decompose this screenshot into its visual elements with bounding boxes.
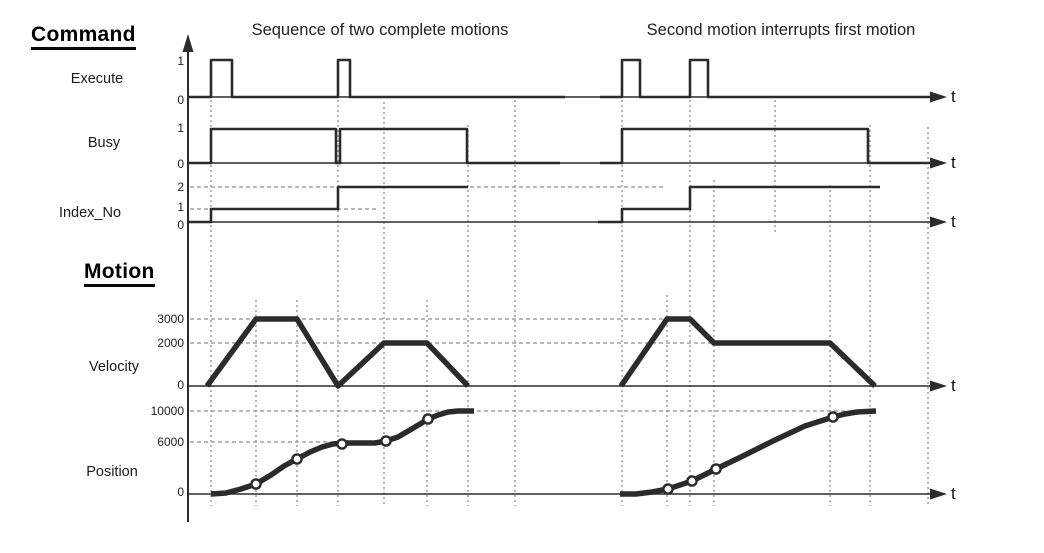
column-title-interrupt: Second motion interrupts first motion xyxy=(646,21,916,39)
position-sample-marker xyxy=(686,475,698,487)
busy-waveform xyxy=(600,127,933,165)
position-tick-1: 6000 xyxy=(157,435,184,449)
position-sample-marker xyxy=(336,438,348,450)
busy-waveform xyxy=(188,127,560,165)
execute-waveform xyxy=(188,58,565,99)
right-arrow-icon xyxy=(930,91,947,103)
velocity-tick-2: 0 xyxy=(177,378,184,392)
busy-row-label: Busy xyxy=(87,135,121,151)
position-time-label: t xyxy=(951,484,956,503)
right-arrow-icon xyxy=(930,157,947,169)
position-sample-marker xyxy=(291,453,303,465)
right-arrow-icon xyxy=(930,380,947,392)
position-sample-marker xyxy=(662,483,674,495)
index-no-time-label: t xyxy=(951,212,956,231)
execute-tick-1: 0 xyxy=(177,93,184,107)
position-row-label: Position xyxy=(86,464,138,480)
index-no-waveform xyxy=(188,185,468,224)
velocity-tick-1: 2000 xyxy=(157,336,184,350)
position-sample-marker xyxy=(827,411,839,423)
busy-time-label: t xyxy=(951,153,956,172)
execute-row-label: Execute xyxy=(70,71,124,87)
right-arrow-icon xyxy=(930,488,947,500)
position-sample-marker xyxy=(380,435,392,447)
position-tick-0: 10000 xyxy=(150,404,184,418)
position-tick-2: 0 xyxy=(177,485,184,499)
index-no-tick-0: 2 xyxy=(177,180,184,194)
velocity-waveform xyxy=(618,316,877,388)
execute-waveform xyxy=(600,58,933,99)
position-sample-marker xyxy=(250,478,262,490)
position-sample-marker xyxy=(422,413,434,425)
position-waveform xyxy=(620,408,877,497)
execute-tick-0: 1 xyxy=(177,54,184,68)
index-no-tick-2: 0 xyxy=(177,218,184,232)
command-section-heading: Command xyxy=(31,23,136,50)
velocity-time-label: t xyxy=(951,376,956,395)
index-no-row-label: Index_No xyxy=(58,205,122,221)
position-waveform xyxy=(210,408,474,497)
motion-section-heading: Motion xyxy=(84,260,155,287)
index-no-waveform xyxy=(598,185,880,224)
busy-tick-1: 0 xyxy=(177,157,184,171)
position-sample-marker xyxy=(710,463,722,475)
velocity-tick-0: 3000 xyxy=(157,312,184,326)
velocity-row-label: Velocity xyxy=(89,359,139,375)
busy-tick-0: 1 xyxy=(177,121,184,135)
index-no-tick-1: 1 xyxy=(177,200,184,214)
column-title-sequence: Sequence of two complete motions xyxy=(251,21,509,39)
execute-time-label: t xyxy=(951,87,956,106)
up-arrow-icon xyxy=(182,34,194,52)
velocity-waveform xyxy=(204,316,470,389)
right-arrow-icon xyxy=(930,216,947,228)
